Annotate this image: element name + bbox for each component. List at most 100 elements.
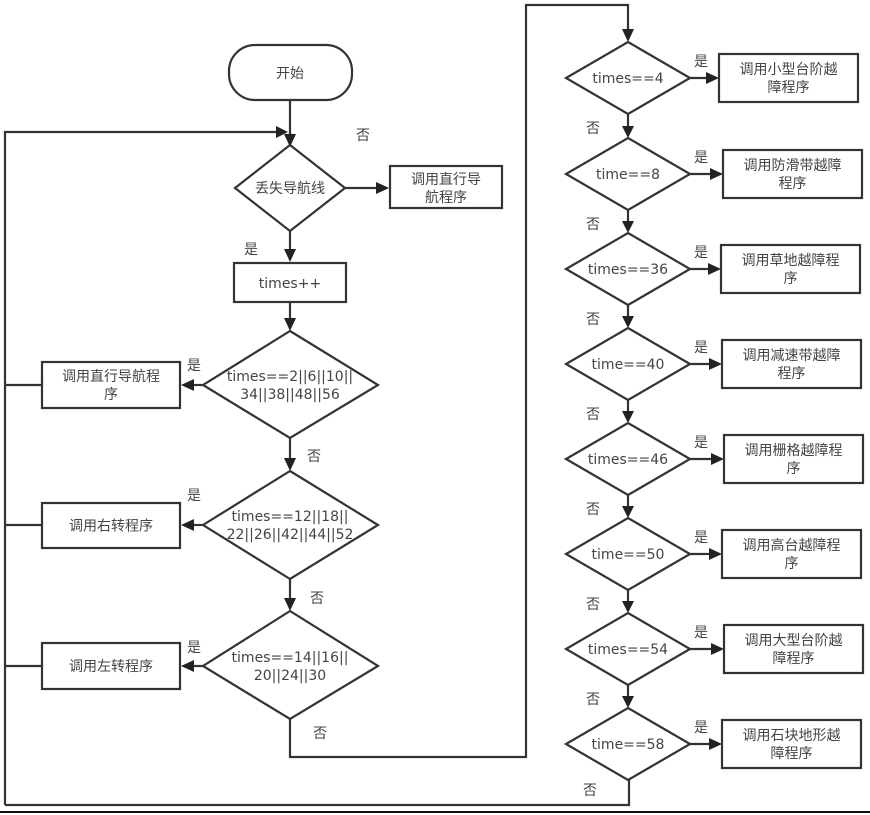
decision-right-1-text-line1: times==4	[592, 71, 663, 87]
process-right-3-box	[719, 243, 862, 295]
process-right-1-text-line2: 障程序	[768, 80, 810, 96]
process-right-2-box	[721, 148, 864, 200]
left-decisions: times==2||6||10||34||38||48||56调用直行导航程序是…	[40, 329, 381, 742]
label-yes-left-1: 是	[187, 358, 201, 374]
decision-right-2: time==8	[563, 136, 693, 212]
label-yes-right-1: 是	[694, 54, 708, 70]
arrow-d1-d2	[284, 458, 296, 471]
label-yes-right-4: 是	[694, 340, 708, 356]
process-left-2-box	[40, 501, 182, 550]
arrow-right-yes-8	[709, 738, 722, 750]
label-no-right-7: 否	[586, 692, 600, 708]
arrow-right-no-3	[622, 316, 634, 328]
decision-left-1: times==2||6||10|| 34||38||48||56	[200, 329, 381, 440]
label-no-right-8: 否	[583, 783, 597, 799]
decision-left-1-text-line2: 34||38||48||56	[240, 387, 340, 403]
process-right-1-text-line1: 调用小型台阶越	[740, 62, 838, 78]
label-yes-right-2: 是	[694, 150, 708, 166]
process-left-3-text-line1: 调用左转程序	[69, 659, 153, 675]
process-right-8-text-line1: 调用石块地形越	[743, 728, 841, 744]
label-yes-right-8: 是	[694, 720, 708, 736]
arrow-d1-yes	[181, 379, 194, 391]
process-left-1-text-line2: 序	[104, 387, 118, 403]
process-straight-nav-top-line1: 调用直行导	[411, 171, 481, 188]
process-increment-label: times++	[259, 276, 321, 292]
arrow-right-no-1	[622, 126, 634, 138]
decision-left-3: times==14||16||20||24||30	[200, 609, 381, 721]
process-right-3-text-line2: 序	[784, 271, 798, 287]
start-label: 开始	[276, 66, 304, 82]
arrow-right-no-4	[622, 411, 634, 423]
process-left-2: 调用右转程序	[40, 501, 182, 550]
process-right-5-text-line2: 序	[787, 461, 801, 477]
label-no-left-1: 否	[307, 449, 321, 465]
arrow-right-yes-4	[709, 358, 722, 370]
decision-right-3-text-line1: times==36	[588, 262, 668, 278]
connector-final-no	[5, 780, 631, 807]
process-right-1-box	[717, 52, 860, 104]
process-right-5-text-line1: 调用栅格越障程	[745, 443, 843, 459]
process-right-6-box	[720, 528, 863, 580]
process-increment: times++	[232, 261, 348, 304]
decision-left-2-text-line2: 22||26||42||44||52	[227, 527, 354, 543]
label-no-lost: 否	[356, 128, 370, 144]
label-yes-right-6: 是	[694, 530, 708, 546]
decision-right-8-text-line1: time==58	[592, 737, 665, 753]
arrow-right-yes-7	[711, 643, 724, 655]
decision-right-1: times==4	[563, 40, 693, 116]
process-right-6-text-line1: 调用高台越障程	[743, 537, 841, 554]
label-no-right-3: 否	[586, 312, 600, 328]
label-no-left-3: 否	[313, 726, 327, 742]
process-left-3: 调用左转程序	[40, 641, 182, 691]
label-yes-lost: 是	[244, 242, 258, 258]
process-right-5-box	[722, 433, 865, 485]
process-left-2-text-line1: 调用右转程序	[69, 519, 153, 535]
decision-right-7-text-line1: times==54	[588, 642, 668, 658]
arrow-right-yes-5	[711, 453, 724, 465]
decision-right-4: time==40	[563, 326, 693, 402]
label-yes-right-3: 是	[694, 245, 708, 261]
process-right-2-text-line2: 程序	[779, 176, 807, 192]
process-right-7-box	[722, 623, 865, 675]
process-right-2-text-line1: 调用防滑带越障	[744, 157, 842, 174]
label-yes-left-3: 是	[187, 640, 201, 656]
connector-loop-left	[3, 130, 276, 805]
process-straight-nav-top-line2: 航程序	[425, 190, 467, 206]
decision-left-2-diamond	[200, 469, 381, 581]
arrow-d3-yes	[181, 660, 194, 672]
process-left-1-box	[40, 360, 182, 410]
arrow-right-no-5	[622, 506, 634, 518]
process-right-4-box	[720, 338, 863, 390]
label-yes-left-2: 是	[187, 488, 201, 504]
process-right-3-text-line1: 调用草地越障程	[742, 253, 840, 269]
process-straight-nav-top: 调用直行导 航程序	[388, 164, 504, 210]
arrow-d2-yes	[181, 519, 194, 531]
arrow-right-no-7	[622, 696, 634, 708]
decision-left-1-text-line1: times==2||6||10||	[227, 369, 353, 385]
arrow-right-yes-2	[710, 168, 723, 180]
start-terminal: 开始	[227, 43, 354, 102]
decision-right-3: times==36	[563, 231, 693, 307]
label-yes-right-5: 是	[694, 435, 708, 451]
decision-right-6-text-line1: time==50	[592, 547, 665, 563]
decision-right-5: times==46	[563, 421, 693, 497]
arrow-right-no-2	[622, 221, 634, 233]
arrow-right-yes-6	[709, 548, 722, 560]
arrow-inc-down	[284, 318, 296, 331]
arrow-right-yes-3	[708, 263, 721, 275]
connectors	[3, 3, 634, 807]
arrow-right-no-6	[622, 601, 634, 613]
label-no-right-2: 否	[586, 217, 600, 233]
label-no-right-4: 否	[586, 407, 600, 423]
process-right-4-text-line1: 调用减速带越障	[743, 348, 841, 364]
decision-lost-line-label: 丢失导航线	[255, 181, 325, 197]
